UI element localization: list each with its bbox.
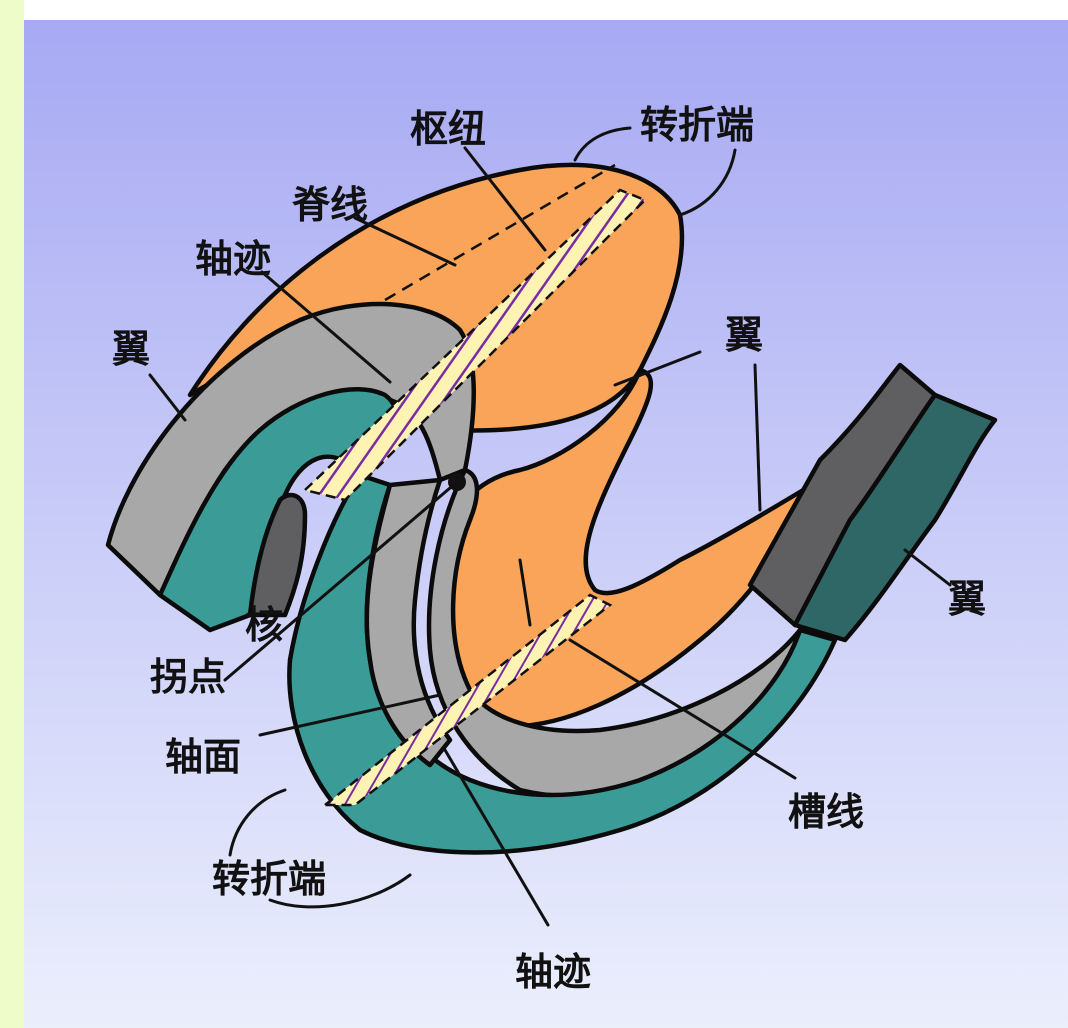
label-crest-line: 脊线 — [292, 183, 368, 227]
leader-crest-line — [353, 216, 457, 267]
leader-limb-right-upper — [753, 363, 762, 512]
label-hinge-zone-top: 转折端 — [640, 103, 754, 147]
leader-axial-surface — [258, 693, 442, 737]
crest-line — [384, 163, 616, 302]
leader-axial-trace-bottom — [443, 748, 550, 927]
leader-inflection — [223, 480, 459, 682]
label-inflection-point: 拐点 — [150, 655, 226, 699]
label-axial-trace-top: 轴迹 — [195, 237, 271, 281]
leader-hinge — [463, 146, 547, 252]
dark-teal-right-band — [792, 392, 998, 643]
leader-axial-trace-top — [260, 270, 392, 384]
label-axial-trace-bottom: 轴迹 — [515, 950, 591, 994]
label-core: 核 — [245, 603, 283, 647]
leader-limb-middle — [613, 350, 702, 387]
top-white-band — [24, 0, 1068, 20]
left-strip — [0, 0, 24, 1028]
axial-stripe-upper — [302, 188, 648, 502]
leader-hinge-zone-top-b — [678, 148, 737, 217]
leader-hinge-zone-bottom-a — [228, 788, 287, 857]
leader-limb-right — [903, 548, 952, 587]
leader-trough-line — [568, 638, 797, 780]
leader-hinge-zone-top-a — [573, 126, 632, 162]
leader-limb-left — [148, 373, 187, 422]
gray-inner-syncline — [364, 477, 453, 768]
label-trough-line: 槽线 — [788, 790, 864, 834]
label-axial-surface: 轴面 — [165, 735, 241, 779]
label-limb-middle: 翼 — [725, 313, 763, 357]
label-hinge-zone-bottom: 转折端 — [212, 857, 326, 901]
label-limb-left: 翼 — [112, 327, 150, 371]
leader-core-arrow — [518, 558, 532, 627]
axial-stripe-lower — [321, 593, 613, 807]
leader-hinge-zone-bottom-b — [268, 873, 412, 909]
label-limb-right: 翼 — [948, 577, 986, 621]
dark-core — [247, 492, 308, 618]
label-hinge: 枢纽 — [410, 107, 486, 151]
